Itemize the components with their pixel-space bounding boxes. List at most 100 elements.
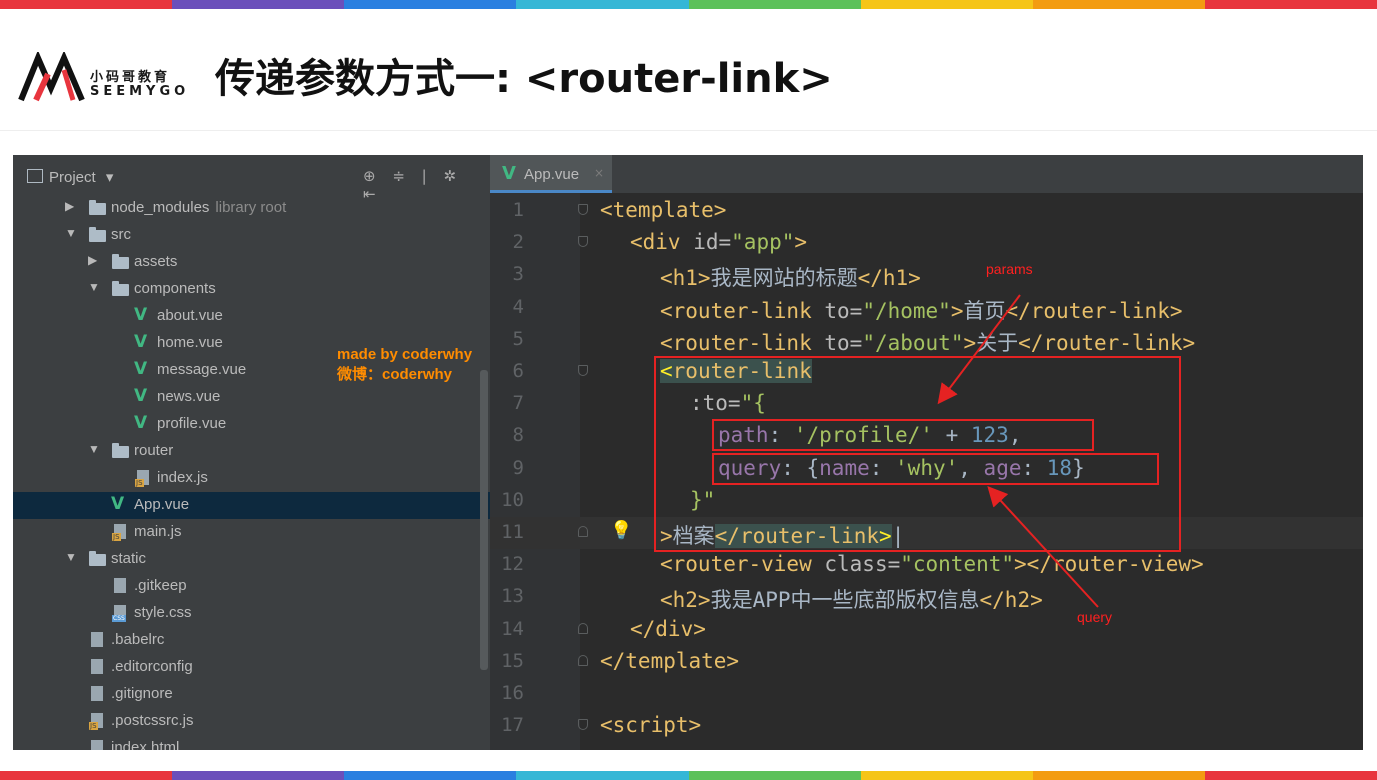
code-editor: V App.vue × 1 <template> 2 <div id="app"…: [490, 155, 1363, 750]
code-token: >: [794, 230, 808, 255]
code-token: :: [1021, 455, 1047, 480]
tree-item-index-html[interactable]: index.html: [13, 735, 490, 750]
params-arrow: [937, 294, 1021, 405]
fold-marker-icon[interactable]: [578, 526, 588, 537]
stripe-segment: [1032, 771, 1205, 780]
project-icon: [27, 169, 43, 183]
fold-marker-icon[interactable]: [578, 719, 588, 731]
tree-item-components[interactable]: ▼ components: [13, 276, 490, 303]
tree-item-label: style.css: [134, 604, 192, 621]
code-token: "app": [731, 230, 795, 255]
panel-toolbar-icons[interactable]: ⊕ ≑ | ✲ ⇤: [363, 167, 463, 203]
chevron-down-icon[interactable]: ▼: [65, 550, 77, 564]
code-token: 我是APP中一些底部版权信息: [710, 588, 980, 613]
stripe-segment: [860, 771, 1033, 780]
code-token: </h2>: [979, 588, 1043, 613]
project-title: Project: [49, 169, 96, 186]
code-token: id=: [693, 230, 732, 255]
fold-marker-icon[interactable]: [578, 204, 588, 215]
tree-item-label: .gitkeep: [134, 577, 187, 594]
tree-item-style-css[interactable]: style.css: [13, 600, 490, 627]
code-token: <router-link: [660, 330, 825, 355]
tree-item-static[interactable]: ▼static: [13, 546, 490, 573]
code-token: 首页: [963, 298, 1006, 323]
tree-item-editorconfig[interactable]: .editorconfig: [13, 654, 490, 681]
tab-label: App.vue: [524, 166, 580, 183]
stripe-segment: [1032, 0, 1205, 9]
tree-item-router[interactable]: ▼ router: [13, 438, 490, 465]
folder-icon: [112, 281, 129, 296]
chevron-right-icon[interactable]: ▶: [88, 253, 98, 267]
logo-english-text: SEEMYGO: [90, 84, 190, 99]
header-divider: [0, 130, 1377, 131]
tree-item-babelrc[interactable]: .babelrc: [13, 627, 490, 654]
code-line: 2 <div id="app">: [490, 227, 1363, 259]
slide-title: 传递参数方式一: <router-link>: [215, 56, 833, 102]
folder-icon: [89, 200, 106, 215]
folder-icon: [112, 254, 129, 269]
fold-marker-icon[interactable]: [578, 236, 588, 248]
code-token: '/profile/': [793, 423, 933, 448]
tree-item-label: router: [134, 442, 174, 459]
chevron-right-icon[interactable]: ▶: [65, 199, 75, 213]
css-file-icon: [112, 605, 126, 622]
tree-item-main-js[interactable]: main.js: [13, 519, 490, 546]
logo-chinese-text: 小码哥教育: [90, 70, 171, 85]
line-number: 2: [512, 231, 524, 254]
vue-file-icon: V: [502, 163, 516, 184]
chevron-down-icon[interactable]: ▼: [65, 226, 77, 240]
code-token: <router-view: [660, 552, 825, 577]
project-panel-scrollbar[interactable]: [480, 370, 488, 670]
tree-item-gitignore[interactable]: .gitignore: [13, 681, 490, 708]
close-icon[interactable]: ×: [594, 166, 605, 180]
editor-tab-bar: V App.vue ×: [490, 155, 1363, 193]
tree-item-postcssrc-js[interactable]: .postcssrc.js: [13, 708, 490, 735]
tree-item-index-js[interactable]: index.js: [13, 465, 490, 492]
project-panel-header: Project ▾ ⊕ ≑ | ✲ ⇤: [13, 155, 490, 203]
code-token: }": [690, 487, 716, 512]
fold-marker-icon[interactable]: [578, 654, 588, 666]
fold-marker-icon[interactable]: [578, 365, 588, 376]
tree-item-assets[interactable]: ▶assets: [13, 249, 490, 276]
code-token: path: [718, 423, 769, 448]
tree-item-label: .babelrc: [111, 631, 165, 648]
file-icon: [91, 659, 103, 674]
vue-file-icon: V: [111, 494, 125, 514]
stripe-segment: [1204, 771, 1377, 780]
code-token: "content": [900, 552, 1015, 577]
code-token: }: [1072, 455, 1085, 480]
tree-item-label: profile.vue: [157, 415, 227, 432]
fold-marker-icon[interactable]: [578, 622, 588, 634]
tree-item-label: components: [134, 280, 216, 297]
tree-item-gitkeep[interactable]: .gitkeep: [13, 573, 490, 600]
tab-app-vue[interactable]: V App.vue ×: [490, 155, 612, 193]
tree-item-label: message.vue: [157, 361, 247, 378]
code-token: </h1>: [857, 266, 921, 291]
code-line: 10 }": [490, 485, 1363, 517]
code-line: 1 <template>: [490, 195, 1363, 227]
tree-item-src[interactable]: ▼src: [13, 222, 490, 249]
tree-item-label: .postcssrc.js: [111, 712, 194, 729]
chevron-down-icon[interactable]: ▼: [88, 280, 100, 294]
lightbulb-icon[interactable]: 💡: [610, 520, 633, 541]
code-token: 123: [970, 423, 1009, 448]
tree-item-label: home.vue: [157, 334, 223, 351]
project-view-selector[interactable]: Project ▾: [27, 168, 113, 186]
tree-item-label: .gitignore: [111, 685, 173, 702]
code-token: name: [819, 455, 870, 480]
code-line-current: 11 💡 >档案</router-link>|: [490, 517, 1363, 549]
line-number: 7: [512, 392, 524, 415]
chevron-down-icon[interactable]: ▼: [88, 442, 100, 456]
stripe-segment: [688, 0, 861, 9]
line-number: 11: [501, 521, 524, 543]
code-token: 18: [1046, 455, 1073, 480]
query-highlight-box: [712, 453, 1159, 485]
